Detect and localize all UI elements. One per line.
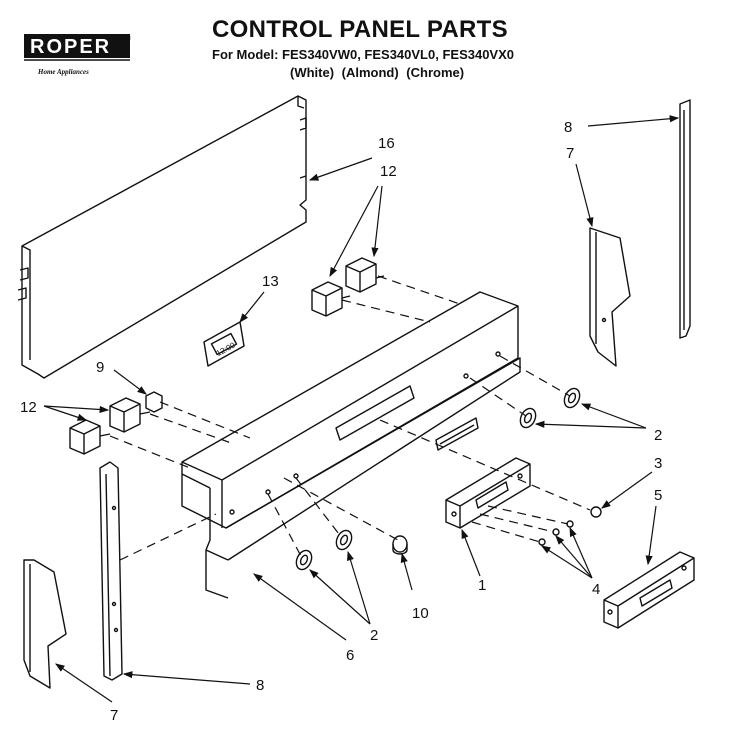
part-9-clip — [145, 391, 163, 413]
callout-8-left: 8 — [256, 677, 264, 694]
callout-9: 9 — [96, 359, 104, 376]
callout-5: 5 — [654, 487, 662, 504]
part-13-clock-label: 12:00 — [203, 321, 245, 367]
callout-3: 3 — [654, 455, 662, 472]
part-7-end-cap-left — [23, 559, 67, 689]
callout-7-right: 7 — [566, 145, 574, 162]
part-2-bezel-left-upper — [335, 529, 353, 551]
model-numbers: For Model: FES340VW0, FES340VL0, FES340V… — [212, 47, 514, 62]
part-12-knob-top-left — [311, 281, 351, 317]
callout-12-left: 12 — [20, 399, 37, 416]
part-2-bezel-right-lower — [519, 407, 537, 429]
callout-10: 10 — [412, 605, 429, 622]
color-variants: (White) (Almond) (Chrome) — [290, 65, 465, 80]
callout-2-right: 2 — [654, 427, 662, 444]
part-6-control-panel — [181, 291, 521, 599]
part-12-knob-top-right — [345, 257, 385, 293]
part-7-end-cap-right — [589, 227, 631, 367]
part-1-switch-board — [445, 457, 531, 529]
part-3-small-button — [590, 506, 602, 518]
part-4-screws — [538, 520, 574, 546]
callout-8-right: 8 — [564, 119, 572, 136]
trademark-mark: TM — [122, 36, 131, 42]
callout-16: 16 — [378, 135, 395, 152]
callout-7-left: 7 — [110, 707, 118, 724]
part-5-mounting-board — [603, 551, 695, 629]
brand-name: ROPER — [30, 36, 111, 58]
part-12-knob-left-lower — [69, 419, 111, 455]
callout-2-left: 2 — [370, 627, 378, 644]
part-8-side-rail-left — [99, 461, 123, 681]
assembly-guide-lines — [109, 275, 591, 561]
part-2-bezel-right-upper — [563, 387, 581, 409]
callout-labels: 16 12 13 9 12 8 7 2 3 5 1 4 10 2 6 8 7 — [20, 119, 662, 724]
callout-6: 6 — [346, 647, 354, 664]
part-16-rear-panel — [17, 95, 307, 379]
callout-12-top: 12 — [380, 163, 397, 180]
callout-leaders — [43, 115, 680, 703]
part-8-side-rail-right — [679, 99, 691, 339]
roper-logo: ROPER TM — [24, 34, 131, 61]
brand-tagline: Home Appliances — [38, 68, 89, 76]
part-2-bezel-left-lower — [295, 549, 313, 571]
callout-1: 1 — [478, 577, 486, 594]
part-12-knob-left-upper — [109, 397, 151, 433]
diagram-title: CONTROL PANEL PARTS — [212, 16, 508, 43]
callout-4: 4 — [592, 581, 600, 598]
part-10-button — [392, 535, 408, 555]
callout-13: 13 — [262, 273, 279, 290]
